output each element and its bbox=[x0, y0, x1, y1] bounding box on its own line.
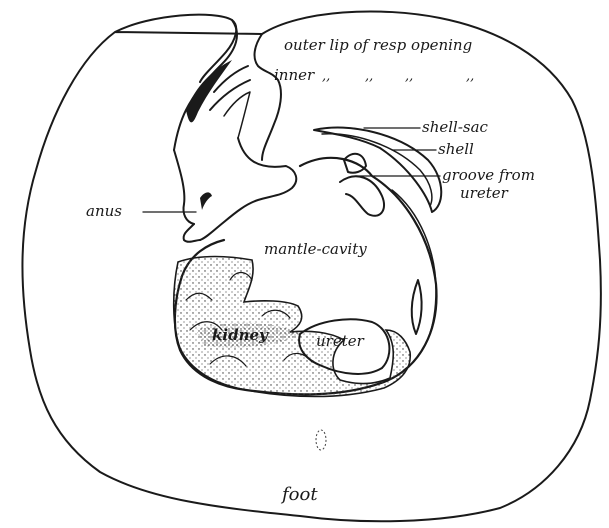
label-foot: foot bbox=[280, 484, 318, 505]
anus-mark bbox=[200, 192, 212, 210]
rectum-left-wall bbox=[174, 150, 194, 224]
label-anus: anus bbox=[86, 202, 122, 220]
label-ureter: ureter bbox=[316, 332, 365, 350]
label-mantle-cavity: mantle-cavity bbox=[264, 240, 367, 258]
rectum bbox=[200, 138, 296, 240]
label-ditto-2: ,, bbox=[365, 69, 373, 84]
label-groove-line2: ureter bbox=[460, 184, 509, 202]
inner-lip bbox=[255, 34, 281, 160]
respiratory-canal-inner bbox=[224, 92, 250, 138]
foot-gland bbox=[316, 430, 326, 450]
label-groove-line1: groove from bbox=[442, 166, 535, 184]
label-outer-lip: outer lip of resp opening bbox=[284, 36, 472, 54]
label-ditto-3: ,, bbox=[405, 69, 413, 84]
vessel bbox=[412, 280, 422, 334]
shell bbox=[322, 134, 432, 206]
label-inner: inner bbox=[274, 66, 315, 84]
label-ditto-4: ,, bbox=[466, 69, 474, 84]
groove-fold bbox=[340, 176, 384, 215]
shell-sac bbox=[314, 128, 441, 212]
anus-lobe bbox=[184, 224, 200, 242]
label-shell-sac: shell-sac bbox=[422, 118, 489, 136]
label-shell: shell bbox=[438, 140, 474, 158]
label-ditto-1: ,, bbox=[322, 69, 330, 84]
label-kidney: kidney bbox=[212, 326, 269, 344]
body-outline bbox=[22, 11, 600, 521]
